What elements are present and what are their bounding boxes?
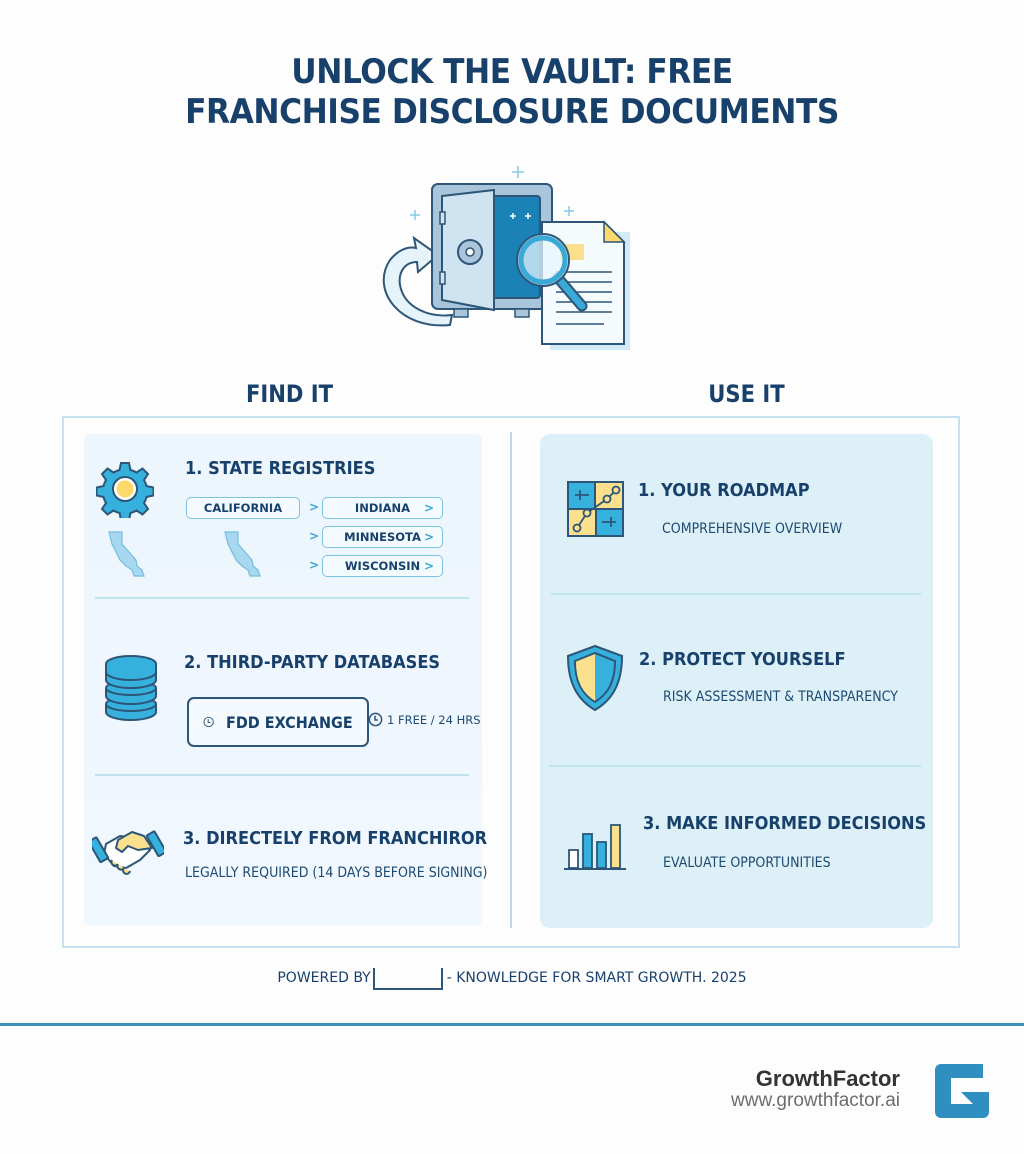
use-section-3-subtitle: EVALUATE OPPORTUNITIES — [663, 855, 831, 871]
find-section-2-title: 2. THIRD-PARTY DATABASES — [184, 652, 441, 673]
gear-icon — [96, 462, 154, 518]
growthfactor-logo-icon — [935, 1064, 989, 1118]
vault-safe-icon — [431, 183, 553, 318]
refresh-arrow-icon — [382, 235, 454, 327]
sparkle-icon — [410, 166, 574, 220]
section-divider — [551, 593, 921, 595]
chevron-right-icon: > — [423, 559, 434, 573]
footer-rule — [0, 1023, 1024, 1026]
database-icon — [105, 655, 157, 721]
vault-hero-illustration — [382, 166, 630, 350]
find-section-3-title: 3. DIRECTELY FROM FRANCHIROR — [183, 828, 488, 849]
bar-chart-icon — [564, 824, 626, 870]
find-section-3-subtitle: LEGALLY REQUIRED (14 DAYS BEFORE SIGNING… — [185, 865, 488, 881]
find-it-heading: FIND IT — [245, 380, 334, 408]
fdd-exchange-label: FDD EXCHANGE — [226, 712, 353, 732]
title-line-2: FRANCHISE DISCLOSURE DOCUMENTS — [185, 92, 839, 132]
title-line-1: UNLOCK THE VAULT: FREE — [291, 52, 733, 92]
brand-url-link[interactable]: www.growthfactor.ai — [731, 1090, 900, 1111]
fdd-exchange-button[interactable]: FDD EXCHANGE — [187, 697, 369, 747]
section-divider — [95, 774, 469, 776]
logo-placeholder — [372, 968, 443, 990]
use-section-1-title: 1. YOUR ROADMAP — [638, 480, 810, 501]
use-section-3-title: 3. MAKE INFORMED DECISIONS — [643, 813, 927, 834]
use-section-2-subtitle: RISK ASSESSMENT & TRANSPARENCY — [663, 689, 898, 705]
chevron-right-icon: > — [423, 501, 434, 515]
magnifier-icon — [516, 233, 588, 312]
free-limit-note: 1 FREE / 24 HRS — [368, 712, 481, 727]
state-pill-wisconsin[interactable]: WISCONSIN > — [322, 555, 443, 577]
use-it-heading: USE IT — [708, 380, 785, 408]
state-pill-california[interactable]: CALIFORNIA — [186, 497, 300, 519]
section-divider — [95, 597, 469, 599]
california-map-icon — [108, 531, 145, 577]
brand-name: GrowthFactor — [755, 1066, 900, 1091]
use-section-2-title: 2. PROTECT YOURSELF — [639, 649, 846, 670]
chevron-right-icon: > — [309, 529, 320, 543]
powered-by-line: POWERED BY- KNOWLEDGE FOR SMART GROWTH. … — [0, 968, 1024, 990]
state-pill-indiana[interactable]: INDIANA > — [322, 497, 443, 519]
roadmap-icon — [567, 481, 624, 537]
clock-icon — [368, 712, 383, 727]
shield-icon — [566, 644, 624, 712]
column-divider — [510, 432, 512, 928]
chevron-right-icon: > — [423, 530, 434, 544]
state-pill-minnesota[interactable]: MINNESOTA > — [322, 526, 443, 548]
chevron-right-icon: > — [309, 558, 320, 572]
use-section-1-subtitle: COMPREHENSIVE OVERVIEW — [662, 521, 843, 537]
clock-icon — [203, 716, 214, 728]
california-map-icon — [224, 531, 261, 577]
section-divider — [549, 765, 921, 767]
find-section-1-title: 1. STATE REGISTRIES — [185, 458, 376, 479]
handshake-icon — [92, 830, 164, 875]
page-title: UNLOCK THE VAULT: FREE FRANCHISE DISCLOS… — [41, 52, 983, 132]
chevron-right-icon: > — [309, 500, 320, 514]
